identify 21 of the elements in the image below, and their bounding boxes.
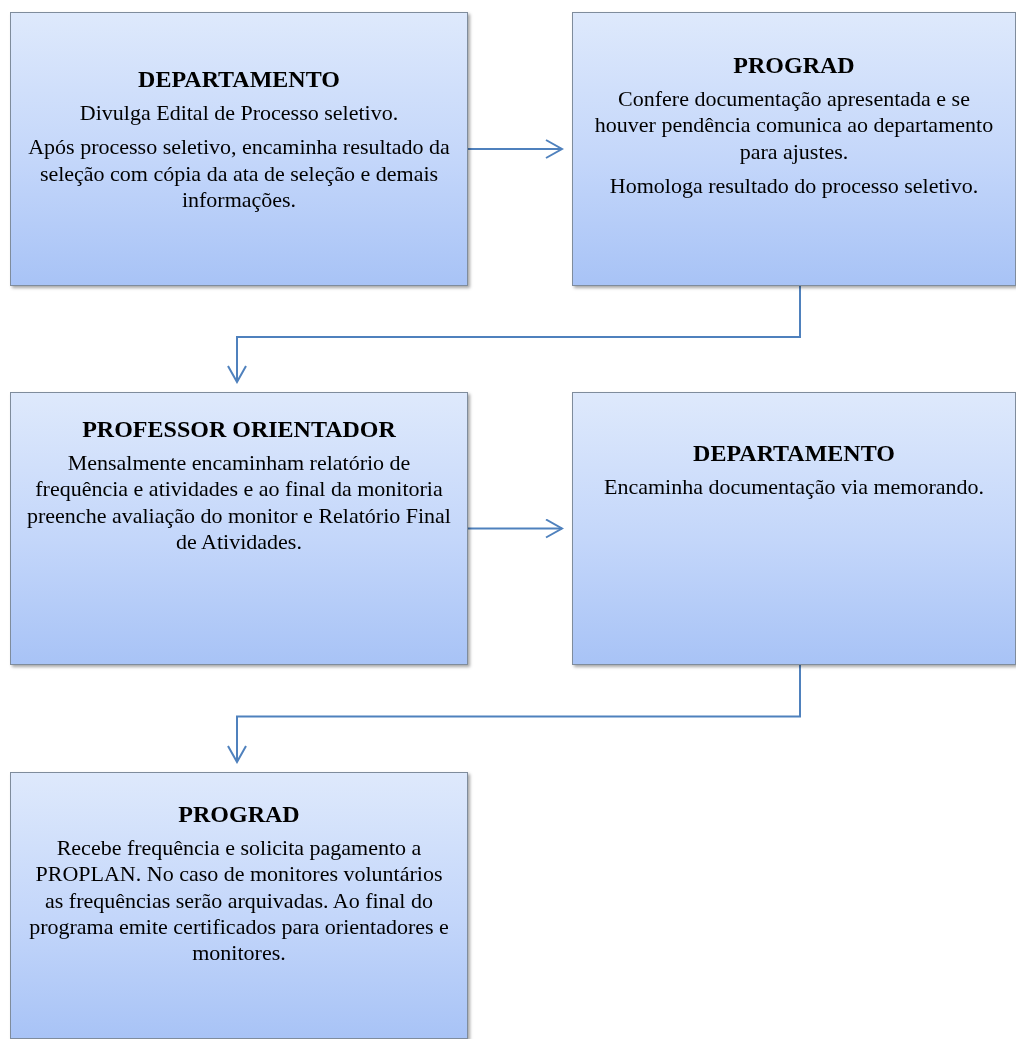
box-text: Mensalmente encaminham relatório de frequência e atividades e ao final da monitoria preenche avaliação do monitor e Relatório Final de Atividades.	[26, 449, 452, 556]
box-heading: DEPARTAMENTO	[138, 65, 340, 94]
box-heading: PROGRAD	[733, 51, 855, 80]
process-box	[10, 772, 468, 1039]
box-text: Recebe frequência e solicita pagamento a PROPLAN. No caso de monitores voluntários as frequências serão arquivadas. Ao final do programa emite certificados para orientadores e monitores.	[28, 834, 450, 967]
process-box	[572, 392, 1016, 665]
box-heading: DEPARTAMENTO	[693, 439, 895, 468]
process-box	[572, 12, 1016, 286]
arrow	[227, 664, 801, 763]
box-text: Após processo seletivo, encaminha resultado da seleção com cópia da ata de seleção e demais informações.	[27, 134, 451, 214]
arrow	[227, 285, 801, 383]
box-heading: PROGRAD	[178, 800, 300, 829]
process-box	[10, 392, 468, 665]
process-box	[10, 12, 468, 286]
box-text: Confere documentação apresentada e se houver pendência comunica ao departamento para ajustes.	[593, 85, 995, 165]
box-text: Encaminha documentação via memorando.	[604, 473, 984, 501]
box-heading: PROFESSOR ORIENTADOR	[82, 415, 396, 444]
arrow	[467, 518, 563, 539]
box-text: Homologa resultado do processo seletivo.	[609, 172, 979, 200]
arrow	[467, 139, 563, 159]
box-text: Divulga Edital de Processo seletivo.	[79, 99, 399, 127]
